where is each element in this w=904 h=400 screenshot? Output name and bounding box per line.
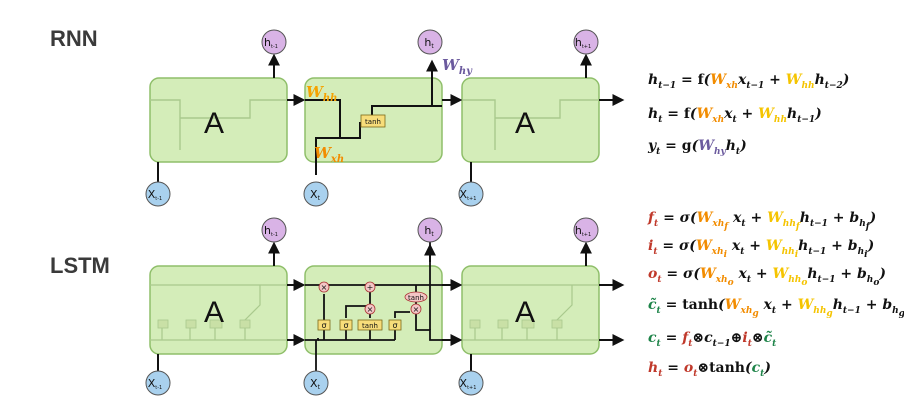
svg-text:ht+1: ht+1: [575, 224, 591, 238]
lstm-op-input-times: ×: [364, 303, 376, 315]
lstm-gate-output: σ: [388, 319, 402, 331]
rnn-h-next-node: ht+1: [573, 29, 599, 55]
lstm-eq-candidate: c̃t = tanh(Wxhg xt + Whhght−1 + bhg): [648, 297, 904, 319]
lstm-cell-prev: [149, 265, 288, 355]
lstm-x-node: Xt: [303, 370, 329, 396]
w-hy-label: Why: [442, 56, 473, 77]
rnn-tanh-label: tanh: [365, 118, 381, 126]
rnn-h-prev-node: ht-1: [261, 29, 287, 55]
lstm-row: A A σ σ: [145, 217, 625, 396]
lstm-eq-input: it = σ(Wxhi xt + Whhiht−1 + bhi): [648, 238, 875, 260]
lstm-cell-next: [461, 265, 600, 355]
svg-text:Xt-1: Xt-1: [148, 188, 163, 202]
rnn-x-prev-node: Xt-1: [145, 181, 171, 207]
lstm-title: LSTM: [50, 253, 110, 278]
lstm-op-forget-times: ×: [318, 281, 330, 293]
svg-text:ht-1: ht-1: [264, 36, 278, 50]
rnn-cell-next-label: A: [515, 107, 535, 140]
lstm-cell-prev-label: A: [204, 296, 224, 329]
lstm-x-prev-node: Xt-1: [145, 370, 171, 396]
rnn-title: RNN: [50, 26, 98, 51]
rnn-tanh-box: [360, 114, 386, 128]
rnn-eq-h: ht = f(Wxhxt + Whhht−1): [648, 106, 822, 125]
lstm-gate-forget: σ: [317, 319, 331, 331]
lstm-op-output-times: ×: [410, 303, 422, 315]
w-hh-label: Whh: [306, 83, 337, 104]
lstm-cell-next-label: A: [515, 296, 535, 329]
rnn-cell-next: [461, 77, 600, 163]
svg-text:σ: σ: [392, 321, 397, 330]
svg-text:Xt+1: Xt+1: [460, 188, 477, 202]
svg-text:ht: ht: [424, 224, 434, 238]
rnn-row: A A tanh Whh Wxh Why ht-1 ht: [145, 29, 625, 207]
rnn-x-node: Xt: [303, 181, 329, 207]
svg-text:Xt-1: Xt-1: [148, 377, 163, 391]
rnn-cell-prev: [149, 77, 288, 163]
svg-text:Xt: Xt: [310, 188, 321, 202]
svg-text:×: ×: [367, 305, 374, 314]
svg-text:ht-1: ht-1: [264, 224, 278, 238]
svg-text:Xt: Xt: [310, 377, 321, 391]
lstm-h-next-node: ht+1: [573, 217, 599, 243]
svg-text:ht+1: ht+1: [575, 36, 591, 50]
lstm-eq-output: ot = σ(Wxho xt + Whhoht−1 + bho): [648, 266, 886, 288]
svg-text:σ: σ: [343, 321, 348, 330]
lstm-eq-cell: ct = ft⊗ct−1⊕it⊗c̃t: [648, 330, 777, 349]
rnn-h-node: ht: [417, 29, 443, 55]
svg-text:tanh: tanh: [408, 294, 424, 302]
svg-text:×: ×: [413, 305, 420, 314]
svg-text:tanh: tanh: [362, 322, 378, 330]
rnn-eq-y: yt = g(Whyht): [648, 138, 747, 157]
lstm-gate-input: σ: [339, 319, 353, 331]
svg-text:×: ×: [321, 283, 328, 292]
w-xh-label: Wxh: [314, 144, 344, 165]
lstm-eq-forget: ft = σ(Wxhf xt + Whhfht−1 + bhf): [648, 210, 877, 232]
svg-text:σ: σ: [321, 321, 326, 330]
lstm-h-node: ht: [417, 217, 443, 243]
lstm-h-prev-node: ht-1: [261, 217, 287, 243]
svg-text:Xt+1: Xt+1: [460, 377, 477, 391]
lstm-eq-hidden: ht = ot⊗tanh(ct): [648, 360, 771, 379]
rnn-x-next-node: Xt+1: [458, 181, 484, 207]
svg-text:+: +: [367, 283, 374, 292]
lstm-op-plus: +: [364, 281, 376, 293]
lstm-x-next-node: Xt+1: [458, 370, 484, 396]
lstm-gate-tanh: tanh: [357, 319, 383, 331]
rnn-cell-prev-label: A: [204, 107, 224, 140]
rnn-eq-h-prev: ht−1 = f(Wxhxt−1 + Whhht−2): [648, 72, 850, 91]
svg-text:ht: ht: [424, 36, 434, 50]
lstm-op-tanh: tanh: [404, 291, 428, 303]
